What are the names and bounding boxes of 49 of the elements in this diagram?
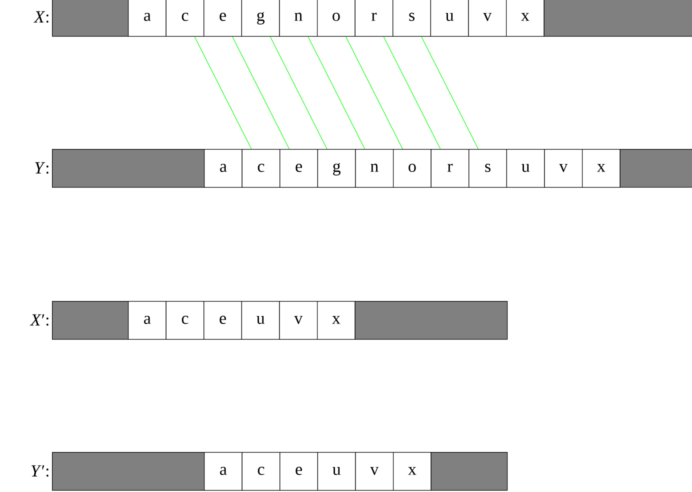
- array-cell: n: [355, 149, 394, 188]
- padding-block: [52, 0, 129, 37]
- array-cell: v: [355, 452, 394, 491]
- array-cell: r: [354, 0, 394, 37]
- array-cell: v: [279, 301, 318, 340]
- array-cell: e: [204, 301, 242, 340]
- array-cell: c: [166, 0, 204, 37]
- array-cell: c: [166, 301, 204, 340]
- padding-block: [430, 452, 508, 491]
- array-cell: v: [468, 0, 507, 37]
- array-cell: o: [393, 149, 432, 188]
- padding-block: [544, 0, 692, 37]
- array-cell: u: [430, 0, 469, 37]
- array-cell: a: [128, 301, 166, 340]
- array-cell: e: [204, 0, 242, 37]
- array-cell: a: [204, 452, 242, 491]
- array-cell: s: [392, 0, 431, 37]
- array-cell: x: [582, 149, 620, 188]
- matching-line: [383, 36, 441, 150]
- matching-line: [308, 36, 366, 150]
- array-cell: e: [280, 149, 318, 188]
- padding-block: [620, 149, 692, 188]
- array-cell: a: [204, 149, 242, 188]
- array-cell: g: [241, 0, 280, 37]
- array-cell: g: [317, 149, 356, 188]
- matching-line: [194, 36, 252, 150]
- array-cell: x: [317, 301, 356, 340]
- matching-line: [346, 36, 403, 150]
- padding-block: [52, 149, 205, 188]
- array-cell: x: [393, 452, 432, 491]
- array-cell: u: [241, 301, 280, 340]
- array-cell: c: [242, 149, 280, 188]
- array-cell: a: [128, 0, 166, 37]
- array-cell: s: [468, 149, 507, 188]
- padding-block: [52, 301, 129, 340]
- array-cell: u: [506, 149, 545, 188]
- array-cell: e: [280, 452, 318, 491]
- array-cell: x: [506, 0, 544, 37]
- matching-line: [270, 36, 328, 150]
- array-cell: o: [317, 0, 356, 37]
- array-cell: n: [279, 0, 318, 37]
- matching-line: [421, 36, 478, 150]
- padding-block: [52, 452, 205, 491]
- array-cell: v: [544, 149, 583, 188]
- padding-block: [354, 301, 508, 340]
- matching-line: [232, 36, 290, 150]
- array-cell: u: [317, 452, 356, 491]
- array-cell: r: [430, 149, 470, 188]
- array-cell: c: [242, 452, 280, 491]
